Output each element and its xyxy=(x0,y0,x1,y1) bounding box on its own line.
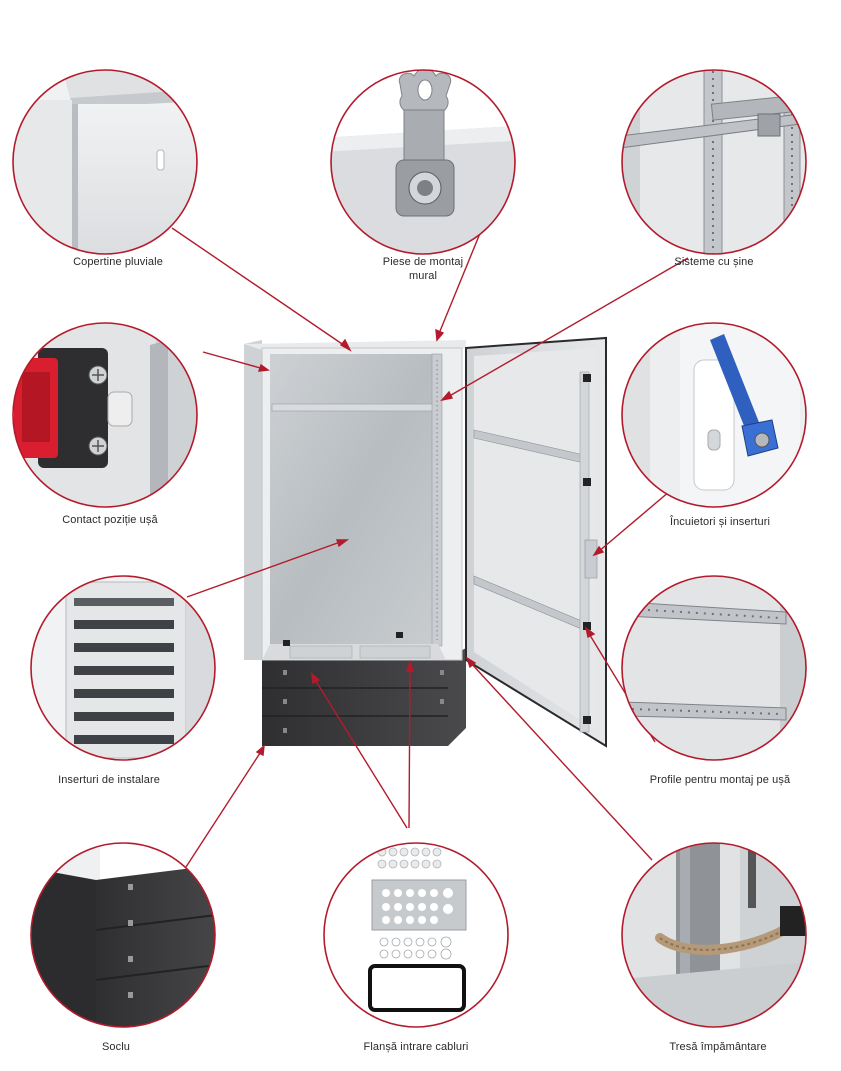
leader-wall-mounting xyxy=(437,225,484,337)
cabinet-door xyxy=(465,336,607,748)
rail-system-detail xyxy=(621,69,807,255)
plinth-base xyxy=(262,648,466,746)
plinth-detail xyxy=(30,842,216,1028)
arrowhead-rain-canopy xyxy=(339,338,352,352)
label-rail-systems: Sisteme cu șine xyxy=(674,256,754,268)
label-wall-mounting: Piese de montaj mural xyxy=(382,256,464,282)
arrowhead-wall-mounting xyxy=(435,328,445,342)
label-earthing-strap: Tresă împământare xyxy=(669,1041,767,1053)
door-switch-detail xyxy=(12,322,198,508)
label-door-contact: Contact poziție ușă xyxy=(62,514,158,526)
label-installation-inserts: Inserturi de instalare xyxy=(58,774,160,786)
leader-plinth xyxy=(185,749,263,868)
arrowhead-door-contact xyxy=(257,363,270,372)
leader-installation-inserts xyxy=(186,540,344,598)
din-rail-inserts-detail xyxy=(30,575,216,761)
arrowhead-earthing-strap xyxy=(465,656,477,669)
leader-earthing-strap xyxy=(469,661,653,861)
cabinet-body xyxy=(244,340,466,661)
arrowhead-rail-systems xyxy=(440,390,454,402)
handle-lock-detail xyxy=(621,322,807,508)
leader-rail-systems xyxy=(445,257,689,399)
arrowhead-door-profiles xyxy=(584,626,596,639)
label-cable-flange: Flanșă intrare cabluri xyxy=(363,1041,469,1053)
label-rain-canopy: Copertine pluviale xyxy=(73,256,163,268)
label-locks-inserts: Încuietori și inserturi xyxy=(669,516,771,528)
earth-strap-detail xyxy=(621,842,807,1028)
arrowhead-cable-flange-a xyxy=(311,672,321,685)
rain-canopy-detail xyxy=(12,69,198,255)
arrowhead-plinth xyxy=(255,744,265,757)
label-door-profiles: Profile pentru montaj pe ușă xyxy=(649,774,791,786)
arrowhead-cable-flange-b xyxy=(406,659,414,672)
wall-bracket-detail xyxy=(330,69,516,255)
leader-door-contact xyxy=(202,351,265,370)
arrowhead-locks-inserts xyxy=(592,545,605,557)
label-plinth: Soclu xyxy=(101,1041,131,1053)
leader-cable-flange-a xyxy=(313,677,408,829)
door-profile-detail xyxy=(621,575,807,761)
cable-gland-plate-detail xyxy=(323,842,509,1028)
leader-rain-canopy xyxy=(171,227,349,349)
cabinet-illustration xyxy=(244,336,607,748)
arrowhead-installation-inserts xyxy=(336,539,350,548)
leader-cable-flange-b xyxy=(408,665,411,829)
